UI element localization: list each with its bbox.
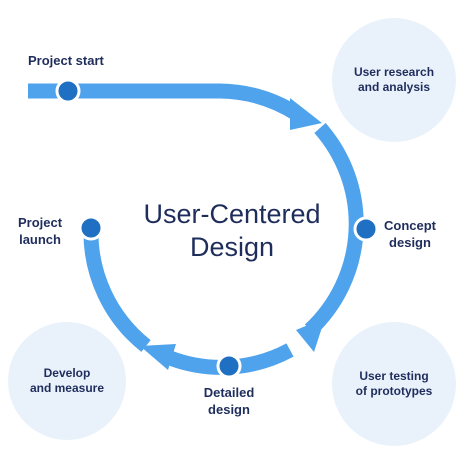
bubble-user-testing-text: User testing of prototypes <box>356 369 433 399</box>
title-line1: User-Centered <box>143 199 321 229</box>
bubble-user-research-line1: User research <box>353 65 435 79</box>
bubble-user-research-line2: and analysis <box>357 80 431 94</box>
bubble-develop-line1: Develop <box>43 366 91 380</box>
bubble-develop-measure: Develop and measure <box>8 322 126 440</box>
bubble-user-testing: User testing of prototypes <box>332 322 456 446</box>
path-left-arc <box>83 227 151 352</box>
node-concept-design <box>353 216 379 242</box>
arrow-head-3 <box>140 344 176 370</box>
label-detailed-design: Detailed design <box>190 384 268 418</box>
bubble-user-research: User research and analysis <box>332 18 456 142</box>
label-concept-line1: Concept <box>384 218 436 233</box>
node-project-start <box>55 78 81 104</box>
bubble-user-testing-line1: User testing <box>359 369 429 383</box>
label-project-launch: Project launch <box>18 214 62 248</box>
bubble-develop-line2: and measure <box>29 381 105 395</box>
label-concept-design: Concept design <box>384 217 436 251</box>
label-detailed-line1: Detailed <box>203 385 255 400</box>
bubble-user-testing-line2: of prototypes <box>355 384 433 398</box>
label-launch-line2: launch <box>19 232 61 247</box>
path-start-segment <box>28 83 302 121</box>
title-line2: Design <box>189 232 275 262</box>
label-launch-line1: Project <box>18 215 63 230</box>
node-project-launch <box>78 215 104 241</box>
arrow-head-2 <box>296 318 325 352</box>
bubble-develop-measure-text: Develop and measure <box>30 366 104 396</box>
label-project-start-text: Project start <box>28 53 104 68</box>
arrow-head-1 <box>290 98 322 130</box>
label-project-start: Project start <box>28 52 104 69</box>
bubble-user-research-text: User research and analysis <box>354 65 434 95</box>
label-detailed-line2: design <box>208 402 250 417</box>
label-concept-line2: design <box>389 235 431 250</box>
diagram-title: User-Centered Design <box>112 198 352 264</box>
node-detailed-design <box>216 353 242 379</box>
